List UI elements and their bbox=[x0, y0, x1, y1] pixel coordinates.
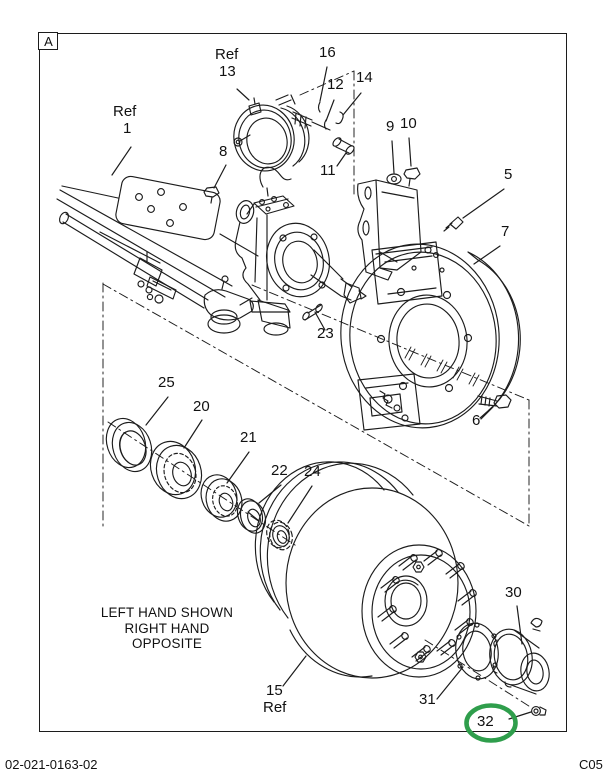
outer-bearing bbox=[200, 474, 243, 522]
view-label: A bbox=[44, 33, 53, 49]
callout-part-7: 7 bbox=[501, 223, 510, 240]
document-number: 02-021-0163-02 bbox=[5, 757, 98, 772]
callout-part-12: 12 bbox=[327, 76, 344, 93]
callout-part-14: 14 bbox=[356, 69, 373, 86]
grease-fitting bbox=[443, 216, 464, 232]
callout-ref-1-word: Ref bbox=[113, 103, 137, 120]
callout-part-10: 10 bbox=[400, 115, 417, 132]
hub-cap-plug bbox=[531, 706, 547, 716]
callout-ref-13-word: Ref bbox=[215, 46, 239, 63]
callout-ref-1-num: 1 bbox=[123, 120, 132, 137]
callout-part-9: 9 bbox=[386, 118, 395, 135]
orientation-note: LEFT HAND SHOWN RIGHT HAND OPPOSITE bbox=[91, 605, 243, 652]
brake-drum bbox=[254, 461, 477, 679]
callout-part-13: 13 bbox=[219, 63, 236, 80]
callout-part-20: 20 bbox=[193, 398, 210, 415]
callout-part-5: 5 bbox=[504, 166, 513, 183]
view-label-box: A bbox=[38, 32, 59, 51]
callout-part-22: 22 bbox=[271, 462, 288, 479]
clevis-pins bbox=[317, 101, 355, 155]
leader-lines bbox=[111, 66, 532, 720]
spider-bolt bbox=[477, 394, 512, 409]
callout-part-31: 31 bbox=[419, 691, 436, 708]
callout-part-21: 21 bbox=[240, 429, 257, 446]
brake-backing-plate bbox=[340, 241, 521, 431]
callout-ref-15-word: Ref bbox=[263, 699, 287, 716]
hub-cap-gasket bbox=[455, 622, 499, 681]
wheel-seal bbox=[105, 417, 153, 473]
diagram-frame: A bbox=[38, 32, 567, 732]
inner-bearing bbox=[149, 440, 203, 500]
mounting-bracket bbox=[357, 167, 422, 281]
axis-hatch-ticks bbox=[404, 346, 480, 387]
axle-beam bbox=[56, 175, 259, 298]
small-bolt-8 bbox=[203, 186, 220, 204]
callout-part-32: 32 bbox=[477, 713, 494, 730]
callout-part-11: 11 bbox=[320, 162, 336, 179]
line-art-root bbox=[56, 66, 550, 743]
callout-part-8: 8 bbox=[219, 143, 228, 160]
dowel-pin bbox=[302, 303, 323, 321]
callout-part-24: 24 bbox=[304, 463, 321, 480]
callout-part-16: 16 bbox=[319, 44, 336, 61]
callout-part-6: 6 bbox=[472, 412, 481, 429]
callout-part-23: 23 bbox=[317, 325, 334, 342]
page-code: C05 bbox=[579, 757, 603, 772]
callout-part-15: 15 bbox=[266, 682, 283, 699]
steering-knuckle bbox=[234, 166, 367, 336]
brake-chamber bbox=[233, 94, 331, 172]
hub-cap bbox=[489, 617, 550, 695]
orientation-note-line1: LEFT HAND SHOWN bbox=[100, 605, 234, 620]
tie-rod bbox=[59, 211, 291, 334]
callout-part-25: 25 bbox=[158, 374, 175, 391]
callout-part-30: 30 bbox=[505, 584, 522, 601]
orientation-note-line2: RIGHT HAND OPPOSITE bbox=[124, 620, 210, 652]
highlight-ellipse bbox=[464, 703, 518, 743]
